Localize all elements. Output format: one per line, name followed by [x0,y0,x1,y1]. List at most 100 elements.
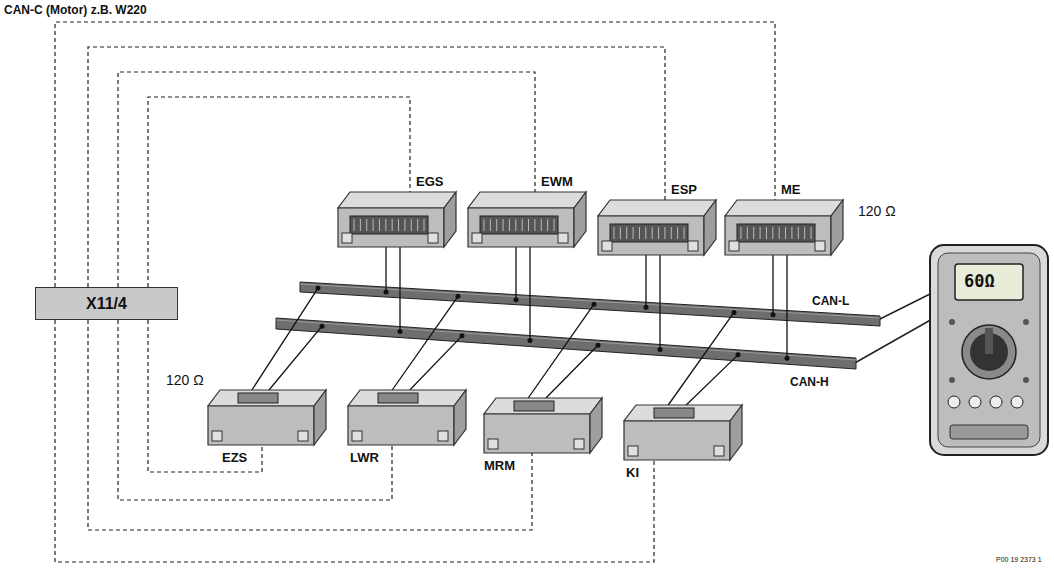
housing-side [454,390,466,445]
housing-top [338,192,456,208]
housing-side [574,192,586,247]
block-label: X11/4 [86,295,127,313]
ecu-housing [725,200,843,255]
multimeter [853,245,1048,455]
pin [779,227,780,239]
pin [811,227,812,239]
housing-top [725,200,843,216]
plug-connector [378,393,418,403]
bar-highlight [300,284,880,318]
junction-dot [398,329,403,334]
mounting-tab [688,241,698,251]
can-stub-wire [515,247,516,300]
pin [392,219,393,231]
pin [645,227,646,239]
junction-dot [785,356,790,361]
pin [652,227,653,239]
unit-label: MRM [484,458,515,473]
ecu-housing [208,390,326,445]
signal-name: CAN-H [790,375,829,389]
mounting-tab [574,439,584,449]
can-stub-wire [529,247,530,341]
pin [766,227,767,239]
control-unit: LWR [348,390,466,445]
junction-dot [320,324,325,329]
bar-highlight [276,320,856,360]
can-stub-wire [524,304,594,404]
pin [614,227,615,239]
pin [528,219,529,231]
dashed-connector [118,72,535,287]
housing-top [208,390,326,406]
unit-label: ME [781,182,801,197]
control-unit: EWM [468,192,586,247]
pin [411,219,412,231]
ecu-housing [348,390,466,445]
pin [785,227,786,239]
pin [424,219,425,231]
control-unit: KI [624,405,742,460]
mounting-tab [628,446,638,456]
ecu-housing [338,192,456,247]
pin [671,227,672,239]
can-stub-wire [399,247,400,332]
pin [658,227,659,239]
pin [677,227,678,239]
mounting-tab [428,233,438,243]
mounting-tab [815,241,825,251]
figure-reference: P00 19 2373 1 [996,556,1042,563]
junction-dot [316,286,321,291]
mounting-tab [472,233,482,243]
pin [496,219,497,231]
pin [360,219,361,231]
pin [490,219,491,231]
can-stub-wire [264,326,322,396]
pin [633,227,634,239]
dashed-connector [88,320,532,530]
pin [791,227,792,239]
pin [404,219,405,231]
unit-label: KI [626,465,639,480]
unit-label: EGS [416,174,443,189]
pin [515,219,516,231]
control-unit: ME [725,200,843,255]
signal-name: CAN-L [812,294,849,308]
mounting-tab [212,431,222,441]
pin [484,219,485,231]
housing-side [704,200,716,255]
pin [417,219,418,231]
housing-top [624,405,742,421]
housing-top [598,200,716,216]
pin [541,219,542,231]
control-unit: MRM [484,398,602,453]
plug-connector [514,401,554,411]
pin [760,227,761,239]
pin [747,227,748,239]
mounting-tab [558,233,568,243]
dashed-connector [88,47,665,287]
junction-dot [384,290,389,295]
plug-connector [610,224,688,242]
pin [373,219,374,231]
pin [509,219,510,231]
junction-dot [592,302,597,307]
can-stub-wire [404,336,462,396]
can-stub-wire [664,312,734,411]
plug-connector [238,393,278,403]
junction-dot [456,294,461,299]
ecu-housing [484,398,602,453]
can-l-bus-bar [300,282,880,326]
junction-dot [732,310,737,315]
diagram-title: CAN-C (Motor) z.B. W220 [4,3,147,17]
pin [772,227,773,239]
mounting-tab [438,431,448,441]
pin [798,227,799,239]
can-stub-wire [385,247,386,292]
pin [639,227,640,239]
plug-connector [350,216,428,234]
resistance-value: 120 Ω [166,372,204,388]
pin [753,227,754,239]
